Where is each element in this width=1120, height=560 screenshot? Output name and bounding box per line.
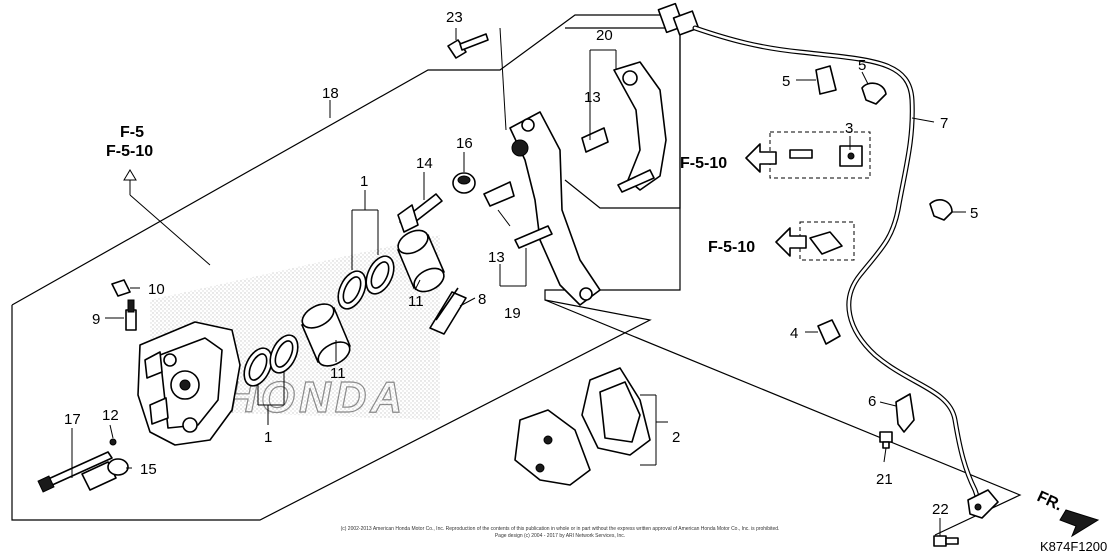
callout-19: 19 [504, 305, 521, 322]
pad-retainer-left [483, 181, 515, 207]
bracket-bolt [447, 33, 489, 59]
piston-seals-lower [243, 334, 299, 387]
clamp-dashed [809, 231, 843, 255]
caliper-bracket [509, 111, 601, 306]
callout-15: 15 [140, 461, 157, 478]
callout-20: 20 [596, 27, 613, 44]
leader-lines [71, 27, 966, 536]
callout-3: 3 [845, 120, 853, 137]
stay-bolt [879, 431, 893, 449]
pin-boot [452, 172, 476, 194]
wire-clip-a [815, 65, 837, 95]
ref-arrow-3 [745, 143, 777, 173]
callout-7: 7 [940, 115, 948, 132]
callout-6: 6 [868, 393, 876, 410]
wire-clip-c [929, 199, 953, 221]
copyright-line-2: Page design (c) 2004 - 2017 by ARI Netwo… [495, 533, 625, 539]
callout-1-upper: 1 [360, 173, 368, 190]
callout-13-right: 13 [584, 89, 601, 106]
sensor-bolt [933, 535, 959, 547]
ref-label-f5-10-left: F-5-10 [106, 143, 153, 160]
callout-9: 9 [92, 311, 100, 328]
callout-2: 2 [672, 429, 680, 446]
sensor-connector [657, 2, 700, 36]
wire-clip-b [861, 82, 887, 105]
pad-retainer-right [581, 127, 609, 153]
piston-seals-upper [337, 255, 395, 310]
callout-1-lower: 1 [264, 429, 272, 446]
callout-11-lower: 11 [330, 365, 346, 382]
front-direction-label: FR. [1034, 488, 1065, 514]
front-direction-arrow [1059, 509, 1100, 538]
wheel-speed-sensor [967, 489, 999, 519]
callout-13-left: 13 [488, 249, 505, 266]
bleeder-cap [111, 279, 131, 297]
piston-lower [301, 303, 351, 367]
callout-16: 16 [456, 135, 473, 152]
ref-label-f5-10-upper: F-5-10 [680, 155, 727, 172]
callout-18: 18 [322, 85, 339, 102]
piston-upper [397, 229, 445, 293]
callout-5-b: 5 [858, 57, 866, 74]
callout-23: 23 [446, 9, 463, 26]
sensor-wire-inner [693, 26, 982, 507]
bleeder-screw [125, 299, 137, 331]
ref-f5-leader [123, 169, 211, 266]
sensor-outline [544, 299, 1022, 536]
callout-8: 8 [478, 291, 486, 308]
callout-5-c: 5 [970, 205, 978, 222]
callout-5-a: 5 [782, 73, 790, 90]
ref-label-f5-10-lower: F-5-10 [708, 239, 755, 256]
bracket-upper [613, 61, 667, 193]
sensor-wire [692, 25, 983, 508]
caliper-bolt [81, 458, 129, 491]
clamp-3 [789, 145, 863, 167]
wire-grommet [817, 319, 841, 345]
bracket-assembly-outline [564, 27, 681, 209]
wire-stay [895, 393, 915, 433]
callout-10: 10 [148, 281, 165, 298]
caliper-body [137, 321, 241, 446]
pad-spring [429, 287, 467, 335]
callout-17: 17 [64, 411, 81, 428]
ref-label-f5: F-5 [120, 124, 144, 141]
callout-12: 12 [102, 407, 119, 424]
pad-pin-plug [109, 438, 117, 446]
callout-22: 22 [932, 501, 949, 518]
callout-11-upper: 11 [408, 293, 424, 310]
brake-pad-rear [581, 367, 651, 456]
copyright-line-1: (c) 2002-2013 American Honda Motor Co., … [341, 526, 780, 532]
pad-pin-bolt [37, 451, 113, 493]
ref-arrow-clamp [775, 227, 807, 257]
caliper-assembly-outline [11, 14, 681, 521]
callout-14: 14 [416, 155, 433, 172]
diagram-code: K874F1200 [1040, 539, 1107, 554]
brake-pad-front [514, 409, 591, 486]
callout-21: 21 [876, 471, 893, 488]
callout-4: 4 [790, 325, 798, 342]
slide-pin [397, 193, 443, 233]
